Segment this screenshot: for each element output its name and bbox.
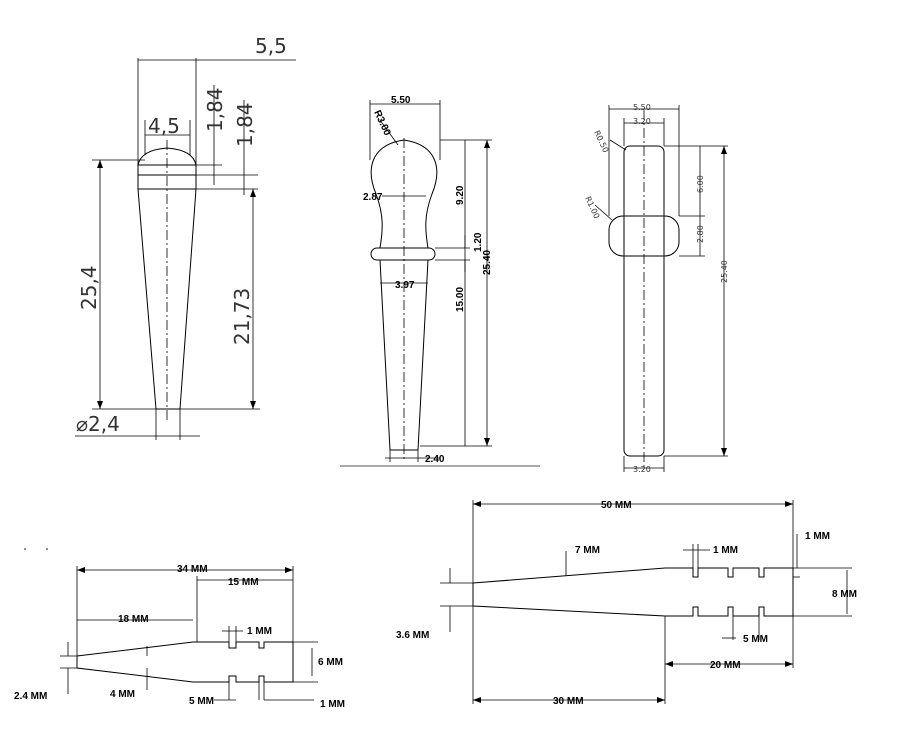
dim-total-length: 50 MM <box>601 500 632 511</box>
dim-taper-height: 7 MM <box>575 545 600 556</box>
dim-body-length: 20 MM <box>710 660 741 671</box>
nozzle-small-outline <box>76 641 294 683</box>
dim-tip-diameter: ⌀2,4 <box>76 412 120 436</box>
dim-tip-width: 2.40 <box>425 454 445 465</box>
dim-width-top: 5,5 <box>255 34 287 58</box>
pin-straight-body <box>623 145 665 457</box>
nozzle-large-outline <box>472 567 794 617</box>
dim-body-length: 15 MM <box>228 577 259 588</box>
dim-groove-spacing: 5 MM <box>189 696 214 707</box>
dim-ring-width: 5.50 <box>633 103 651 112</box>
dim-tip-diameter: 3.6 MM <box>396 630 429 641</box>
dim-taper-length: 30 MM <box>553 696 584 707</box>
dim-ring-radius: R1.00 <box>583 195 601 220</box>
dim-shaft-length: 15.00 <box>455 287 466 312</box>
dim-taper-length: 18 MM <box>118 614 149 625</box>
pin-tapered-shaft <box>137 188 197 410</box>
dim-collar-height: 1.20 <box>473 232 484 252</box>
nozzle-small-drawing: 34 MM 15 MM 18 MM 1 MM 6 MM 2.4 MM 4 MM … <box>14 548 345 710</box>
dim-groove-width-bottom: 1 MM <box>320 699 345 710</box>
dim-head-height: 1,84 <box>203 87 227 132</box>
dim-groove-width: 1 MM <box>713 545 738 556</box>
dim-end-radius: R0.50 <box>592 129 610 154</box>
pin-straight-drawing: 5.50 3.20 R0.50 R1.00 6.00 2.80 25.40 3.… <box>583 103 729 474</box>
dim-groove-depth: 1 MM <box>805 531 830 542</box>
dim-head-width: 4,5 <box>148 114 180 138</box>
dim-tip-diameter: 2.4 MM <box>14 691 47 702</box>
dim-body-diameter: 6 MM <box>318 657 343 668</box>
dim-shaft-length: 21,73 <box>230 288 254 345</box>
dim-width: 5.50 <box>391 95 411 106</box>
dim-total-length: 25.40 <box>482 250 493 275</box>
dim-total-length: 25.40 <box>720 260 729 283</box>
dim-radius: R3.00 <box>371 109 392 138</box>
dim-shaft-top-width: 3.97 <box>395 280 415 291</box>
dim-groove-width: 1 MM <box>247 626 272 637</box>
dimension-arrowheads <box>77 140 793 703</box>
dim-ring-height: 2.80 <box>696 225 705 243</box>
dim-ring-offset: 6.00 <box>696 175 705 193</box>
pin-collared-collar <box>370 247 436 261</box>
dim-collar-height: 1,84 <box>233 102 257 147</box>
dim-total-length: 34 MM <box>177 564 208 575</box>
pin-tapered-drawing: 5,5 4,5 1,84 1,84 25,4 21,73 ⌀2,4 <box>75 34 296 440</box>
nozzle-large-drawing: 50 MM 7 MM 1 MM 1 MM 8 MM 3.6 MM 5 MM 20… <box>396 500 857 707</box>
dim-groove-spacing: 5 MM <box>743 634 768 645</box>
pin-collared-drawing: 5.50 R3.00 2.87 9.20 1.20 25.40 3.97 15.… <box>340 95 540 467</box>
dim-total-length: 25,4 <box>77 265 101 310</box>
dim-head-height: 9.20 <box>455 185 466 205</box>
dim-body-diameter: 8 MM <box>832 589 857 600</box>
dim-body-width-bottom: 3.20 <box>633 465 651 474</box>
dim-taper-mid: 4 MM <box>110 689 135 700</box>
dim-neck-width: 2.87 <box>363 192 383 203</box>
dim-body-width-top: 3.20 <box>633 117 651 126</box>
